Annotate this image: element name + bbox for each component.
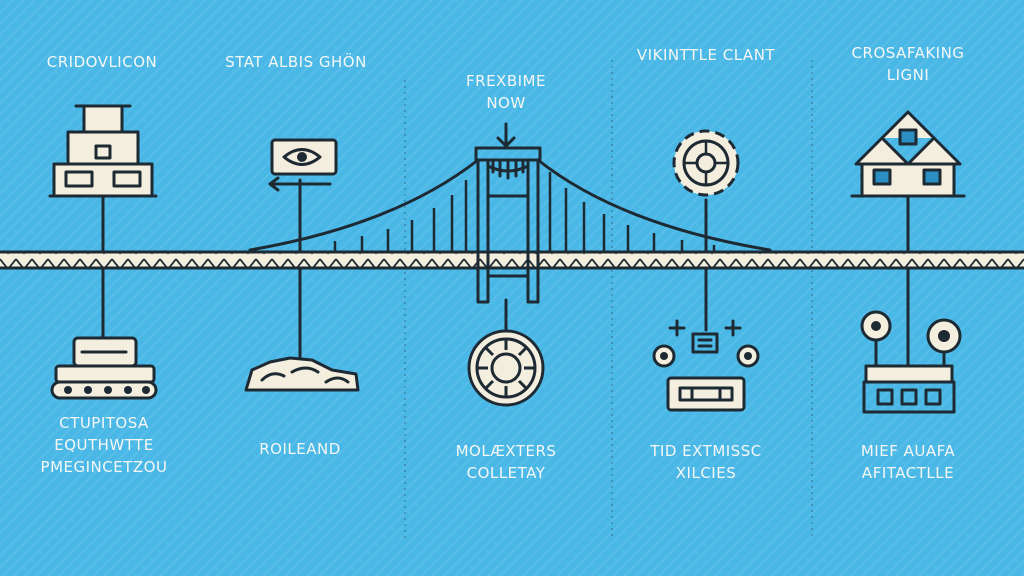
house-icon [850, 110, 966, 198]
bridge-deck [0, 250, 1024, 270]
label-line: MOLÆXTERS [455, 442, 557, 460]
column-4-bottom-label: TID EXTMISSC XILCIES [650, 440, 761, 484]
label-line: CTUPITOSA [59, 414, 149, 432]
battery-circuit-icon [652, 319, 760, 412]
label-line: AFITACTLLE [861, 464, 955, 482]
column-4-top-label: VIKINTTLE CLANT [637, 44, 775, 66]
label-line: COLLETAY [466, 464, 546, 482]
column-2-bottom-label: ROILEAND [259, 438, 341, 460]
label-line: LIGNI [886, 66, 930, 84]
medallion-wheel-icon [467, 329, 545, 407]
municipal-building-icon [48, 104, 158, 198]
label-line: NOW [486, 94, 526, 112]
gear-cog-icon [672, 129, 740, 197]
label-line: TID EXTMISSC [650, 442, 762, 460]
label-line: PMEGINCETZOU [40, 458, 168, 476]
arrow-down-icon [496, 136, 516, 148]
column-5-bottom-label: MIEF AUAFA AFITACTLLE [861, 440, 955, 484]
rock-pile-icon [244, 356, 360, 392]
column-1-top-label: CRIDOVLICON [47, 51, 157, 73]
eye-sign-icon [268, 138, 338, 192]
label-line: MIEF AUAFA [860, 442, 956, 460]
column-dividers [404, 60, 813, 540]
label-line: CROSAFAKING [851, 44, 965, 62]
label-line: VIKINTTLE CLANT [636, 46, 776, 64]
column-2-top-label: STAT ALBIS GHÖN [225, 51, 367, 73]
label-line: STAT ALBIS GHÖN [225, 53, 367, 71]
military-tank-icon [50, 336, 158, 400]
label-line: FREXBIME [466, 72, 546, 90]
label-line: XILCIES [675, 464, 737, 482]
column-5-top-label: CROSAFAKING LIGNI [852, 42, 965, 86]
label-line: ROILEAND [259, 440, 341, 458]
column-3-bottom-label: MOLÆXTERS COLLETAY [456, 440, 557, 484]
suspension-bridge-icon [474, 146, 542, 304]
column-3-top-label: FREXBIME NOW [466, 70, 546, 114]
label-line: CRIDOVLICON [46, 53, 158, 71]
column-1-bottom-label: CTUPITOSA EQUTHWTTE PMEGINCETZOU [41, 412, 168, 478]
label-line: EQUTHWTTE [54, 436, 154, 454]
machinery-workshop-icon [860, 310, 962, 414]
